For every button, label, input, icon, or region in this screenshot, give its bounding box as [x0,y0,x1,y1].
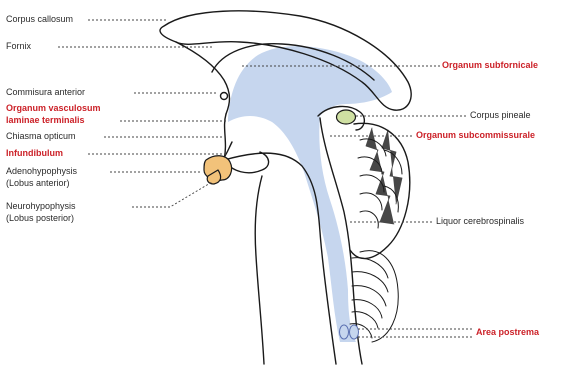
label-corpus-callosum: Corpus callosum [6,14,73,25]
label-organum-vasculosum-line1: Organum vasculosum [6,103,101,114]
label-neurohypophysis-line2: (Lobus posterior) [6,213,74,224]
label-commisura-anterior: Commisura anterior [6,87,85,98]
area-postrema-left [340,325,349,339]
area-postrema-right [350,325,359,339]
label-neurohypophysis-line1: Neurohypophysis [6,201,76,212]
label-adenohypophysis-line1: Adenohypophysis [6,166,77,177]
csf-ventricle-area [228,46,392,342]
label-adenohypophysis-line2: (Lobus anterior) [6,178,70,189]
corpus-pineale-shape [337,110,356,124]
label-area-postrema: Area postrema [476,327,539,338]
label-infundibulum: Infundibulum [6,148,63,159]
leader-neurohypophysis [132,182,212,207]
cerebellum [350,123,410,258]
label-fornix: Fornix [6,41,31,52]
label-organum-subcommissurale: Organum subcommissurale [416,130,535,141]
label-organum-subfornicale: Organum subfornicale [442,60,538,71]
commissura-anterior-marker [221,93,228,100]
label-corpus-pineale: Corpus pineale [470,110,531,121]
label-liquor-cerebrospinalis: Liquor cerebrospinalis [436,216,524,227]
label-organum-vasculosum-line2: laminae terminalis [6,115,85,126]
label-chiasma-opticum: Chiasma opticum [6,131,76,142]
